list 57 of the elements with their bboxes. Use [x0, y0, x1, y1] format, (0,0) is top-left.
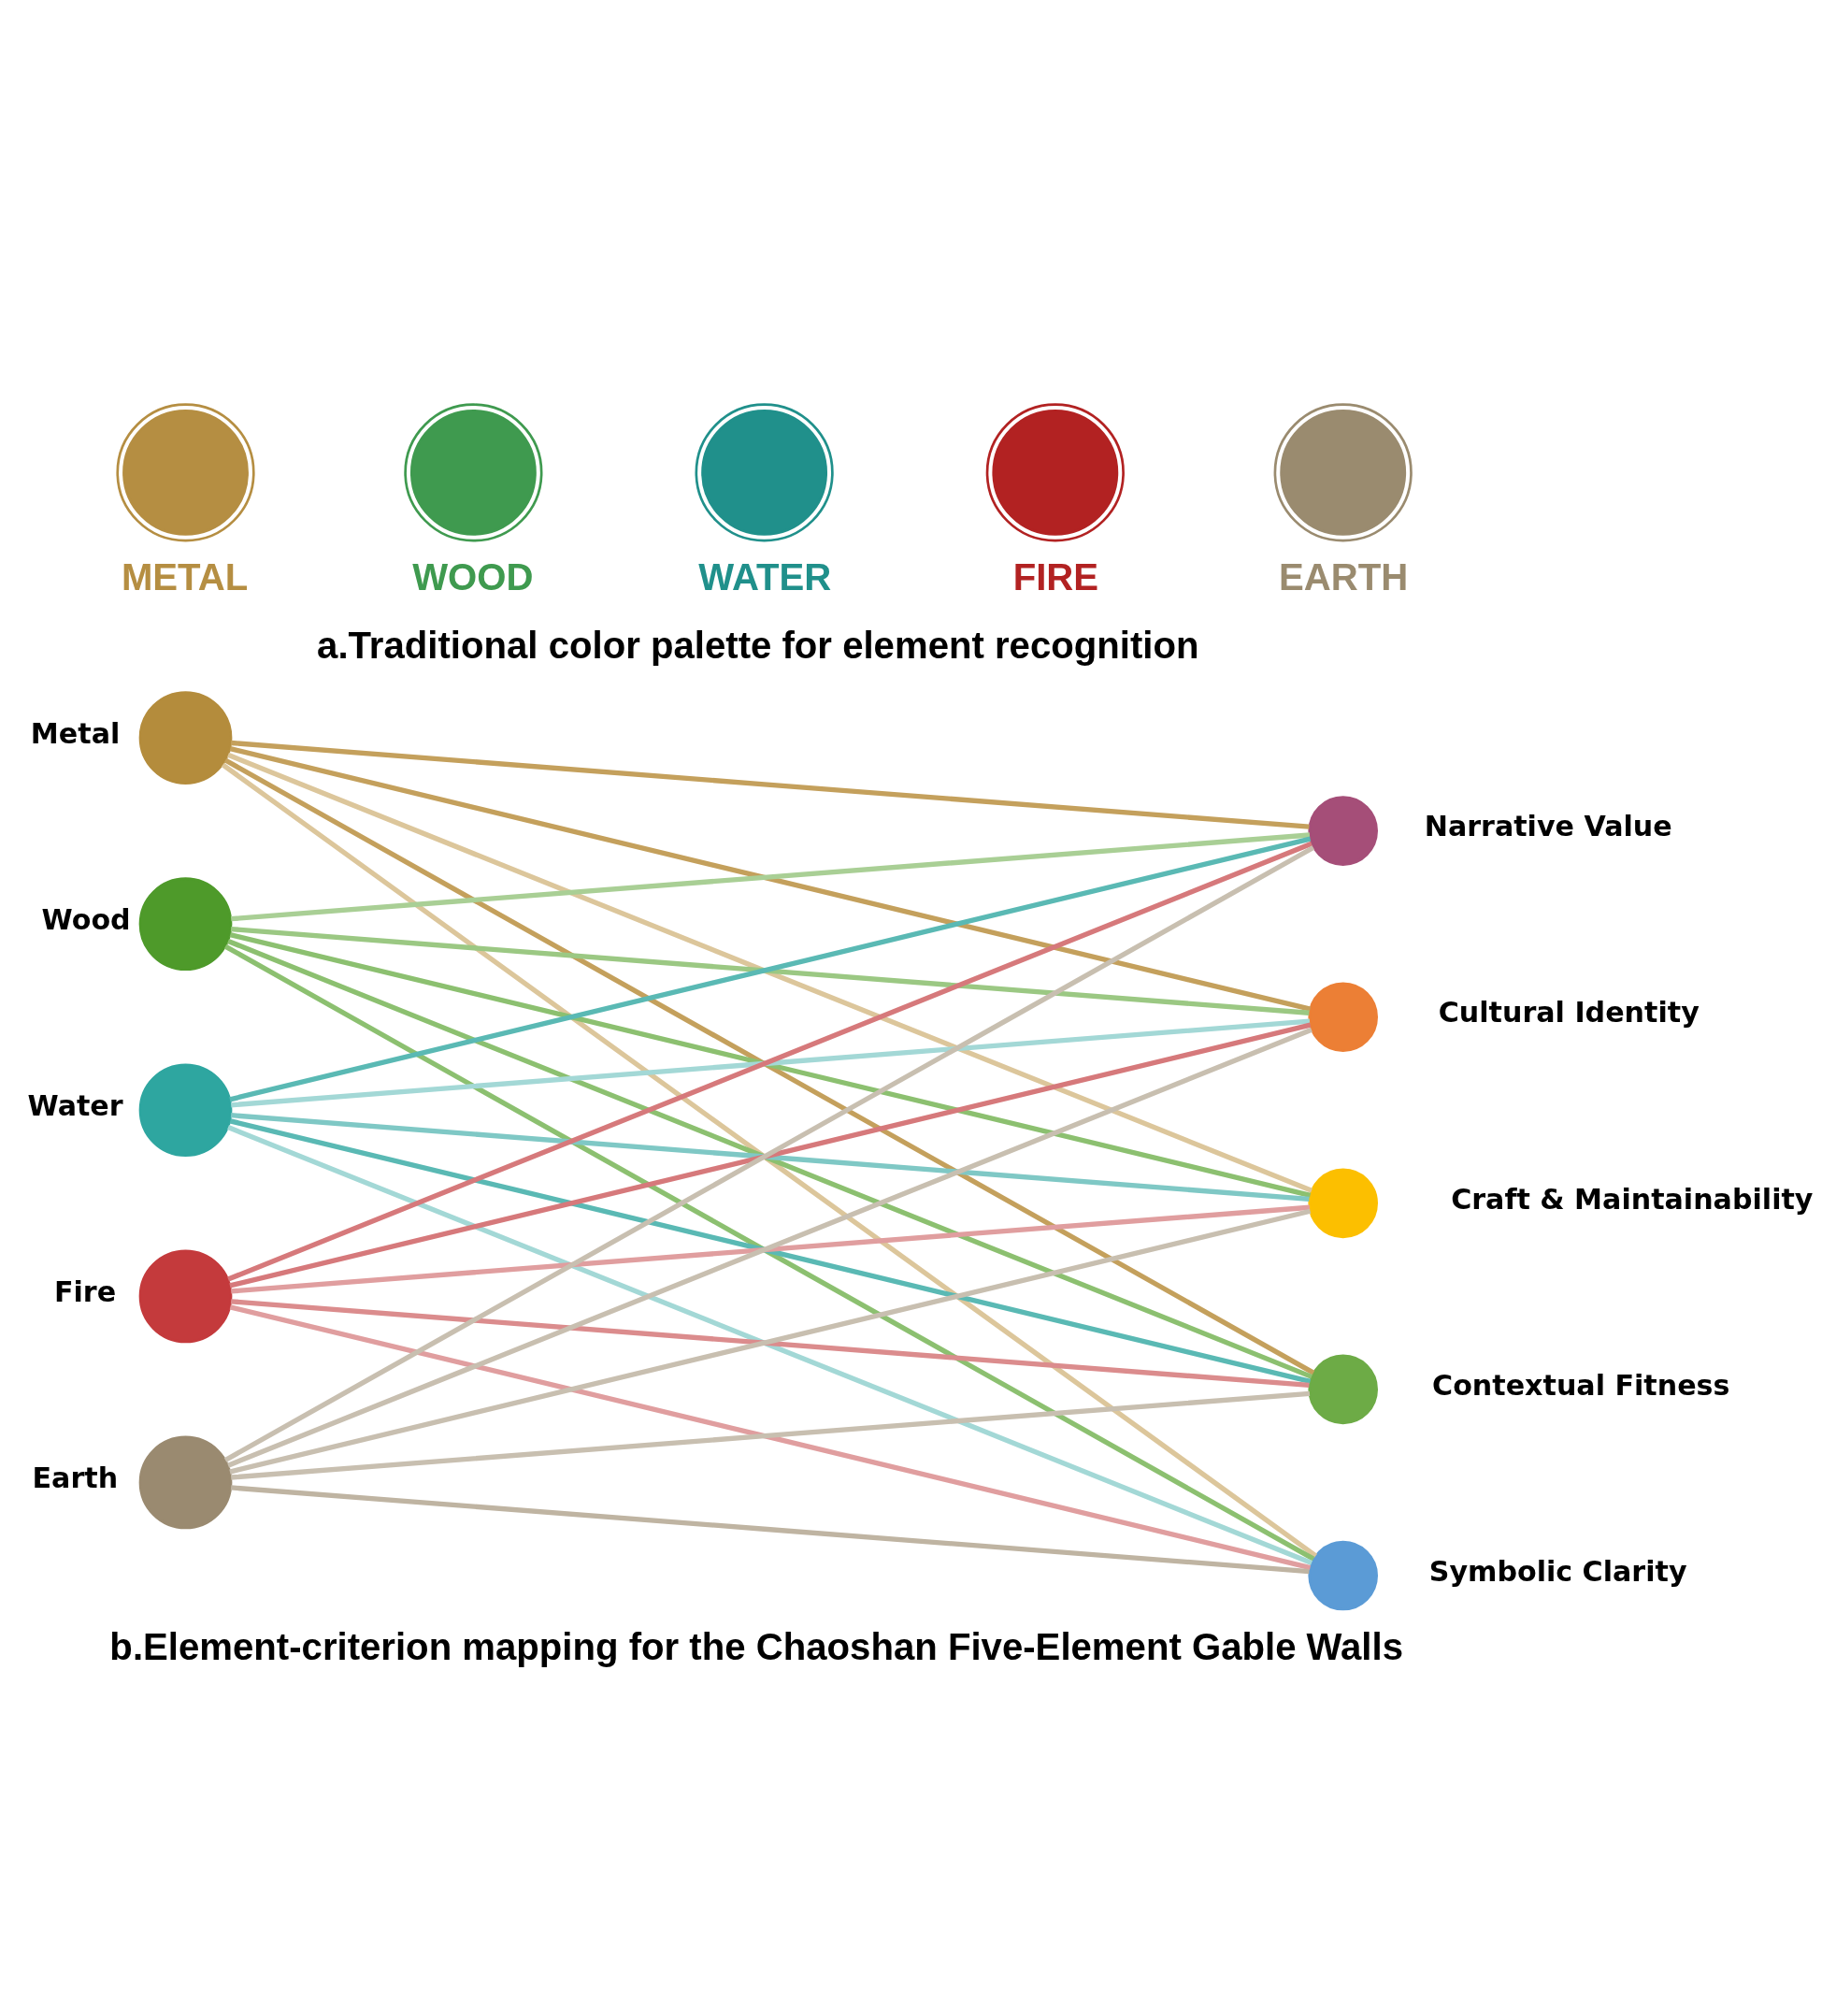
node-label: Cultural Identity [1438, 995, 1700, 1029]
connector [229, 1303, 1312, 1570]
connector [231, 1204, 1311, 1294]
connector [230, 1298, 1310, 1388]
node-label: Earth [32, 1461, 119, 1494]
node-label: EARTH [1279, 555, 1409, 598]
label: b.Element-criterion mapping for the Chaoshan Five-Element Gable Walls [109, 1625, 1403, 1668]
connector [229, 1117, 1312, 1384]
node-label: FIRE [1012, 555, 1099, 598]
node-label: Symbolic Clarity [1428, 1554, 1687, 1588]
node-label: Metal [30, 716, 121, 750]
node-circle [116, 402, 255, 542]
node-circle [138, 1435, 233, 1529]
connector [229, 745, 1312, 1012]
node-label: Narrative Value [1424, 809, 1672, 842]
connector [230, 1484, 1310, 1574]
node-circle [404, 402, 543, 542]
node-circle [138, 1249, 233, 1343]
node-circle [138, 1062, 233, 1157]
connector [223, 844, 1315, 1462]
connector [227, 1027, 1312, 1468]
connector [230, 740, 1310, 829]
node-circle [1308, 1168, 1378, 1238]
connector [229, 931, 1312, 1198]
node-label: Water [27, 1088, 123, 1122]
node-circle [985, 402, 1125, 542]
connector [231, 1018, 1311, 1107]
connector [230, 926, 1310, 1015]
node-circle [1308, 795, 1378, 866]
connector [227, 752, 1313, 1193]
node-circle [1308, 981, 1378, 1052]
node-circle [138, 690, 233, 785]
label: a.Traditional color palette for element recognition [317, 624, 1199, 667]
node-label: Wood [41, 902, 131, 936]
node-circle [1308, 1354, 1378, 1424]
node-circle [1308, 1540, 1378, 1610]
connector [229, 1208, 1312, 1475]
node-label: Contextual Fitness [1432, 1368, 1730, 1402]
connector [227, 938, 1313, 1379]
connector [229, 1022, 1312, 1289]
node-circle [695, 402, 834, 542]
connector [231, 831, 1311, 921]
connector [227, 1124, 1313, 1565]
node-label: WOOD [412, 555, 534, 598]
connector [223, 757, 1315, 1375]
connector [227, 841, 1312, 1281]
node-label: METAL [121, 555, 249, 598]
connector [229, 835, 1312, 1102]
node-label: Craft & Maintainability [1451, 1182, 1814, 1215]
node-circle [138, 876, 233, 971]
connector [223, 943, 1315, 1562]
connector [231, 1390, 1311, 1480]
connector [230, 1112, 1310, 1202]
node-circle [1273, 402, 1413, 542]
connector [221, 762, 1318, 1558]
node-label: Fire [53, 1274, 117, 1308]
node-label: WATER [698, 555, 832, 598]
